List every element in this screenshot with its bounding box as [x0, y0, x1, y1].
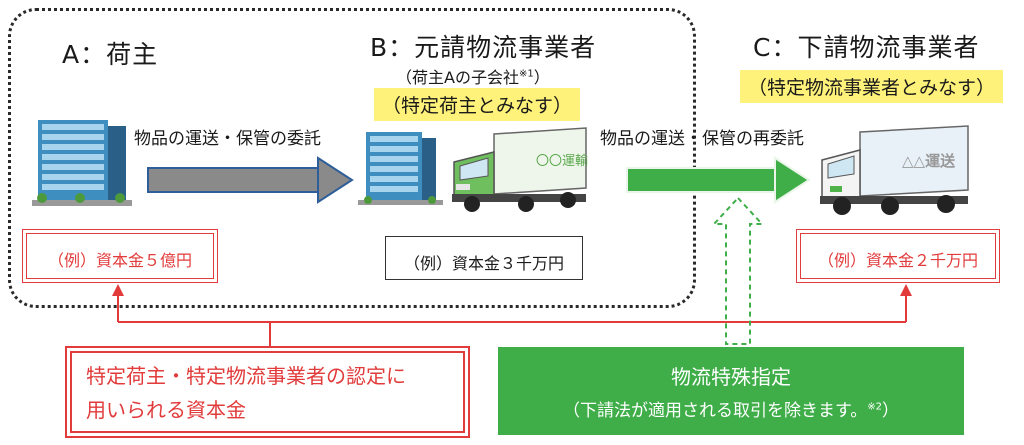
- truck-b-label: 〇〇運輸: [536, 154, 589, 169]
- footnote-mark-1: ※1: [518, 68, 534, 80]
- building-a-icon: [32, 120, 132, 206]
- capital-box-b: （例）資本金３千万円: [385, 236, 583, 280]
- special-designation-title: 物流特殊指定: [671, 365, 791, 389]
- contractor-b-subtitle-close: ）: [533, 68, 550, 87]
- capital-box-c: （例）資本金２千万円: [796, 229, 1000, 283]
- capital-box-a: （例）資本金５億円: [22, 229, 218, 283]
- special-designation-note: （下請法が適用される取引を除きます。※2）: [498, 396, 964, 421]
- capital-criteria-box: 特定荷主・特定物流事業者の認定に 用いられる資本金: [65, 346, 470, 438]
- contractor-b-subtitle-text: （荷主Aの子会社: [396, 68, 519, 87]
- redelegation-arrow-b-to-c: [626, 156, 811, 204]
- flow-label-b-to-c: 物品の運送・保管の再委託: [600, 129, 804, 149]
- flow-label-a-to-b: 物品の運送・保管の委託: [134, 129, 321, 149]
- subcontractor-c-highlight: （特定物流事業者とみなす）: [740, 70, 1004, 103]
- delegation-arrow-a-to-b: [147, 156, 354, 204]
- shipper-a-title: A：荷主: [62, 40, 159, 69]
- footnote-mark-2: ※2: [867, 401, 883, 413]
- special-designation-note-text: （下請法が適用される取引を除きます。: [562, 401, 868, 421]
- contractor-b-title: B：元請物流事業者: [370, 33, 597, 62]
- special-designation-note-close: ）: [882, 401, 900, 421]
- special-designation-arrow: [711, 196, 765, 345]
- contractor-b-highlight: （特定荷主とみなす）: [374, 88, 581, 121]
- capital-criteria-line2: 用いられる資本金: [86, 398, 246, 422]
- truck-b-icon: [452, 127, 587, 212]
- truck-c-label: △△運送: [902, 152, 956, 170]
- group-frame-a-b: [8, 8, 696, 308]
- capital-criteria-line1: 特定荷主・特定物流事業者の認定に: [86, 364, 406, 388]
- subcontractor-c-title: C：下請物流事業者: [753, 33, 980, 62]
- logistics-special-designation-box: 物流特殊指定 （下請法が適用される取引を除きます。※2）: [498, 347, 964, 435]
- contractor-b-subtitle: （荷主Aの子会社※1）: [396, 64, 550, 88]
- truck-c-icon: [820, 125, 969, 215]
- building-b-icon: [358, 132, 443, 205]
